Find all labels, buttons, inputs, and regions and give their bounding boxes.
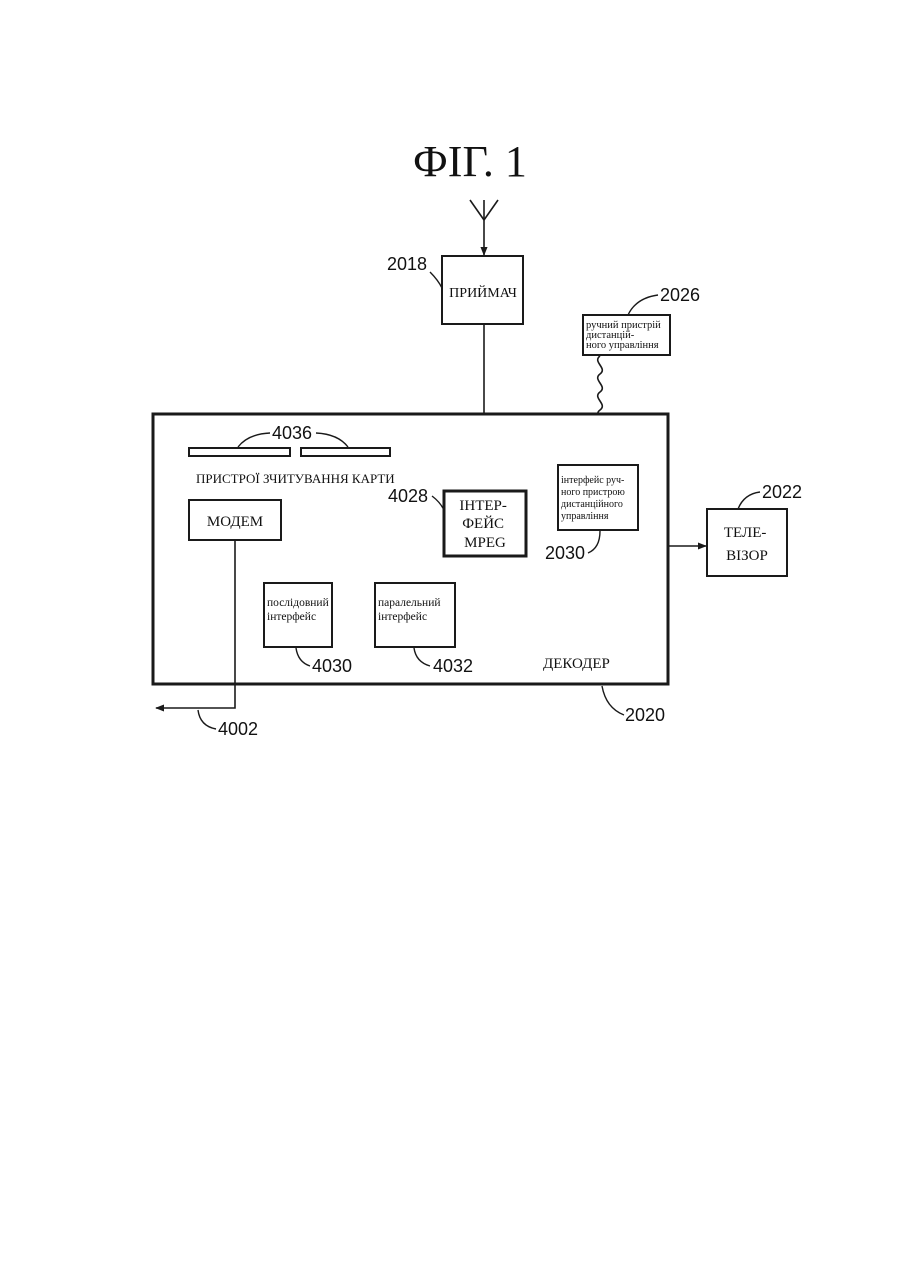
receiver-label: ПРИЙМАЧ: [449, 284, 517, 301]
figure-title: ФІГ. 1: [413, 137, 527, 186]
serial-interface-line-1: послідовний: [267, 597, 329, 609]
remote-interface-line-2: ного пристрою: [561, 487, 625, 498]
card-readers-ref: 4036: [272, 423, 312, 443]
serial-interface-line-2: інтерфейс: [267, 611, 316, 623]
television-box: [707, 509, 787, 576]
modem-ref-leader: [198, 710, 216, 729]
mpeg-interface-line-1: ІНТЕР-: [459, 498, 507, 514]
parallel-interface-ref: 4032: [433, 656, 473, 676]
remote-control-ref-leader: [628, 295, 658, 315]
serial-interface-ref: 4030: [312, 656, 352, 676]
remote-interface-ref: 2030: [545, 543, 585, 563]
mpeg-interface-ref: 4028: [388, 486, 428, 506]
mpeg-interface-line-2: ФЕЙС: [462, 515, 504, 532]
television-line-1: ТЕЛЕ-: [724, 525, 766, 541]
parallel-interface-line-1: паралельний: [378, 597, 441, 609]
receiver-ref: 2018: [387, 254, 427, 274]
modem-label: МОДЕМ: [207, 514, 263, 530]
remote-interface-line-1: інтерфейс руч-: [561, 475, 624, 486]
card-readers-label: ПРИСТРОЇ ЗЧИТУВАННЯ КАРТИ: [196, 471, 395, 486]
remote-control-line-3: ного управління: [586, 340, 659, 351]
remote-interface-line-4: управління: [561, 511, 609, 522]
parallel-interface-line-2: інтерфейс: [378, 611, 427, 623]
decoder-ref-leader: [602, 686, 624, 715]
modem-ref: 4002: [218, 719, 258, 739]
mpeg-interface-label: ІНТЕР- ФЕЙС MPEG: [459, 498, 510, 551]
card-reader-slot-1: [189, 448, 290, 456]
decoder-ref: 2020: [625, 705, 665, 725]
television-line-2: ВІЗОР: [726, 548, 768, 564]
mpeg-interface-line-3: MPEG: [464, 535, 506, 551]
decoder-label: ДЕКОДЕР: [543, 656, 610, 672]
antenna-icon: [470, 200, 498, 255]
card-reader-slot-2: [301, 448, 390, 456]
remote-interface-line-3: дистанційного: [561, 499, 623, 510]
television-ref: 2022: [762, 482, 802, 502]
receiver-ref-leader: [430, 272, 442, 288]
television-ref-leader: [738, 492, 760, 509]
remote-control-ref: 2026: [660, 285, 700, 305]
